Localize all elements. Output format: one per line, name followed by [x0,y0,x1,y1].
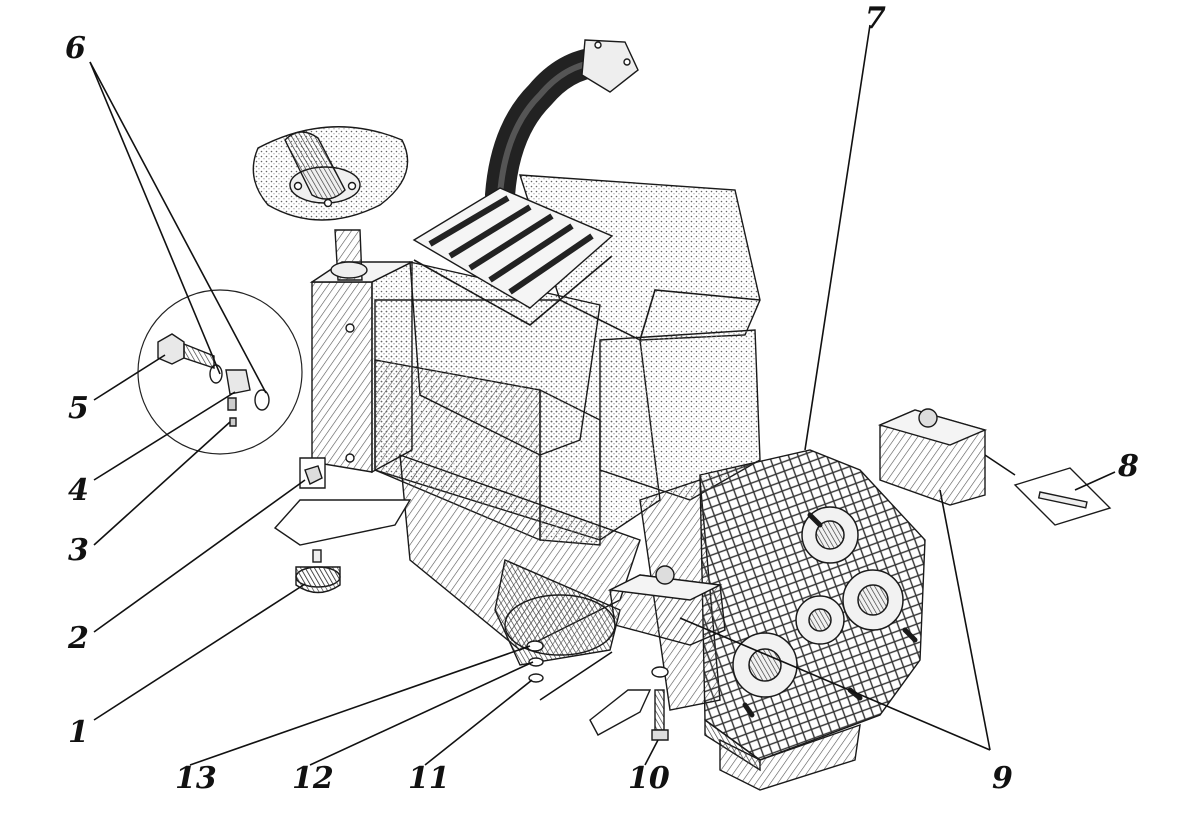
leader-lines [89,24,1116,766]
flexible-hose [485,39,639,210]
callout-2: 2 [67,621,89,656]
callout-11: 11 [408,761,450,796]
callout-7: 7 [865,1,886,36]
filler-neck [252,126,409,281]
callout-1: 1 [68,715,89,750]
callout-8: 8 [1117,449,1139,484]
washer-stack [526,640,544,683]
detail-circle [137,289,303,455]
gear-case [639,449,926,791]
intake-hood [409,187,614,456]
callout-12: 12 [292,761,334,796]
callout-13: 13 [175,761,217,796]
support-foot [273,499,412,546]
pin [1013,467,1112,526]
callout-5: 5 [68,391,89,426]
nut [299,457,326,489]
callouts: 6 5 4 3 2 1 7 8 9 10 11 12 13 [65,1,1139,796]
bolt [651,666,669,741]
rubber-buffer [295,549,341,594]
callout-6: 6 [65,31,86,66]
callout-9: 9 [992,761,1013,796]
callout-10: 10 [628,761,670,796]
mount-bracket-left [589,565,726,736]
side-panel [309,260,413,474]
callout-3: 3 [68,533,89,568]
mount-bracket-right [877,408,988,506]
callout-4: 4 [68,473,89,508]
